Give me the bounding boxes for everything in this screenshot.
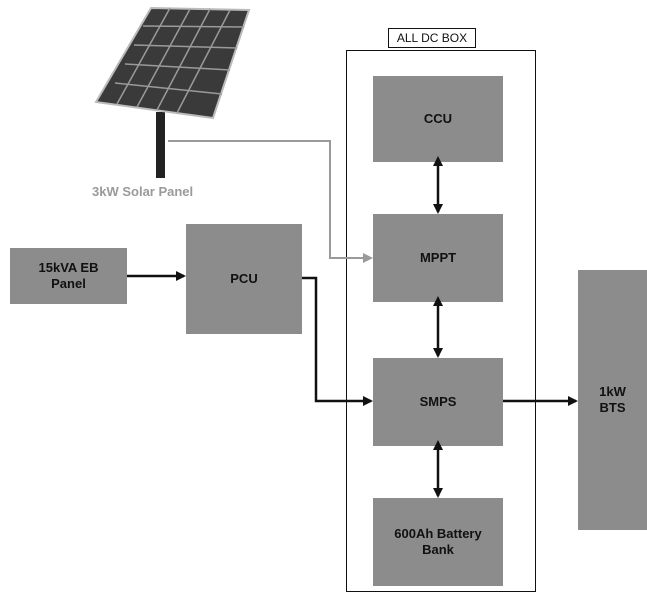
eb-panel-block: 15kVA EB Panel xyxy=(10,248,127,304)
solar-panel-label: 3kW Solar Panel xyxy=(92,184,194,199)
solar-panel-grid xyxy=(114,7,245,114)
smps-block: SMPS xyxy=(373,358,503,446)
solar-to-mppt-arrow xyxy=(168,140,373,263)
pcu-block: PCU xyxy=(186,224,302,334)
bts-block: 1kW BTS xyxy=(578,270,647,530)
mppt-block: MPPT xyxy=(373,214,503,302)
solar-panel-icon xyxy=(94,6,251,120)
pcu-to-smps-arrow xyxy=(302,276,373,406)
dc-box-label: ALL DC BOX xyxy=(388,28,476,48)
solar-panel-pole xyxy=(156,112,165,178)
ccu-block: CCU xyxy=(373,76,503,162)
battery-block: 600Ah Battery Bank xyxy=(373,498,503,586)
